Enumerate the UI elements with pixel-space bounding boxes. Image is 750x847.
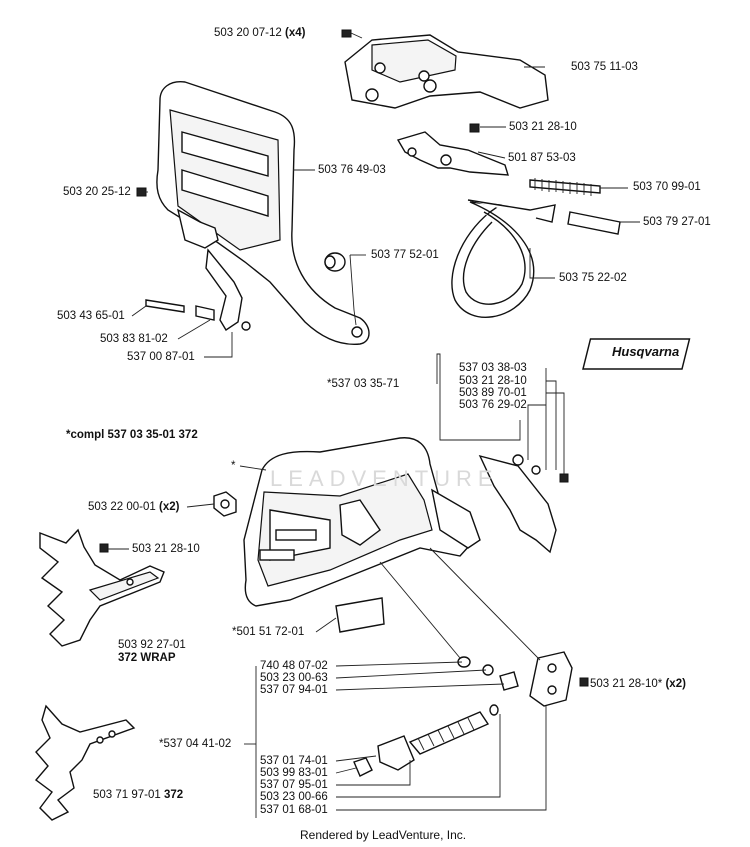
label-503-20-07-12: 503 20 07-12 (x4) <box>214 27 305 40</box>
label-qty: (x2) <box>159 501 180 513</box>
label-503-23-00-63: 503 23 00-63 <box>260 672 328 684</box>
label-537-03-35-71: *537 03 35-71 <box>327 378 400 390</box>
part-spring-top <box>529 178 601 196</box>
label-503-75-11-03: 503 75 11-03 <box>571 61 638 73</box>
label-537-07-95-01: 537 07 95-01 <box>260 779 328 791</box>
label-503-76-49-03: 503 76 49-03 <box>318 164 386 176</box>
label-text: 503 71 97-01 <box>93 789 161 801</box>
footer-credit: Rendered by LeadVenture, Inc. <box>300 828 467 842</box>
leader-lines <box>108 66 640 818</box>
part-tensioner <box>353 651 589 777</box>
label-537-01-68-01: 537 01 68-01 <box>260 804 328 816</box>
part-front-handle <box>156 81 370 345</box>
label-501-87-53-03: 501 87 53-03 <box>508 152 576 164</box>
label-537-01-74-01: 537 01 74-01 <box>260 755 328 767</box>
label-740-48-07-02: 740 48 07-02 <box>260 660 328 672</box>
label-503-89-70-01: 503 89 70-01 <box>459 387 527 399</box>
part-bracket <box>396 123 509 176</box>
label-503-75-22-02: 503 75 22-02 <box>559 272 627 284</box>
label-503-99-83-01: 503 99 83-01 <box>260 767 328 779</box>
label-537-03-38-03: 537 03 38-03 <box>459 362 527 374</box>
label-503-76-29-02: 503 76 29-02 <box>459 399 527 411</box>
label-503-79-27-01: 503 79 27-01 <box>643 216 711 228</box>
part-cover-plate <box>344 34 549 109</box>
label-qty: (x4) <box>285 27 306 39</box>
watermark: LEADVENTURE <box>270 466 499 491</box>
label-503-20-25-12: 503 20 25-12 <box>63 186 131 198</box>
label-503-21-28-10-top: 503 21 28-10 <box>509 121 577 133</box>
label-503-23-00-66: 503 23 00-66 <box>260 791 328 803</box>
label-372-wrap: 372 WRAP <box>118 652 176 664</box>
brand-logo: Husqvarna <box>612 344 679 359</box>
label-text: 503 22 00-01 <box>88 501 156 513</box>
label-503-21-28-10-mid: 503 21 28-10 <box>459 375 527 387</box>
part-brake-band <box>451 199 556 318</box>
label-537-04-41-02: *537 04 41-02 <box>159 738 232 750</box>
screw-top <box>341 29 363 39</box>
part-pad <box>335 597 385 633</box>
label-star: * <box>231 460 236 472</box>
label-537-07-94-01: 537 07 94-01 <box>260 684 328 696</box>
label-501-51-72-01: *501 51 72-01 <box>232 626 305 638</box>
part-bumper-372 <box>34 704 136 821</box>
label-compl: *compl 537 03 35-01 372 <box>66 429 198 442</box>
part-bushing <box>324 252 346 272</box>
label-503-21-28-10-left: 503 21 28-10 <box>132 543 200 555</box>
label-model: 372 <box>164 789 184 801</box>
part-bumper-wrap <box>39 528 165 647</box>
part-small-spring <box>145 248 251 331</box>
label-text: 503 20 07-12 <box>214 27 282 39</box>
label-503-21-28-10-right: 503 21 28-10* (x2) <box>590 678 686 691</box>
label-text: 503 21 28-10* <box>590 678 663 690</box>
brand-text: Husqvarna <box>612 344 680 359</box>
label-503-71-97-01: 503 71 97-01 372 <box>93 789 183 802</box>
label-503-70-99-01: 503 70 99-01 <box>633 181 701 193</box>
compl-model: 372 <box>178 429 198 441</box>
label-qty: (x2) <box>665 678 686 690</box>
compl-text: *compl 537 03 35-01 <box>66 429 176 441</box>
part-nut <box>213 491 237 517</box>
label-503-77-52-01: 503 77 52-01 <box>371 249 439 261</box>
label-503-92-27-01: 503 92 27-01 <box>118 639 186 651</box>
label-503-83-81-02: 503 83 81-02 <box>100 333 168 345</box>
label-537-00-87-01: 537 00 87-01 <box>127 351 195 363</box>
label-503-43-65-01: 503 43 65-01 <box>57 310 125 322</box>
part-pin <box>567 211 621 235</box>
label-503-22-00-01: 503 22 00-01 (x2) <box>88 501 179 514</box>
part-right-plate <box>478 454 569 554</box>
part-clutch-cover <box>243 437 481 607</box>
